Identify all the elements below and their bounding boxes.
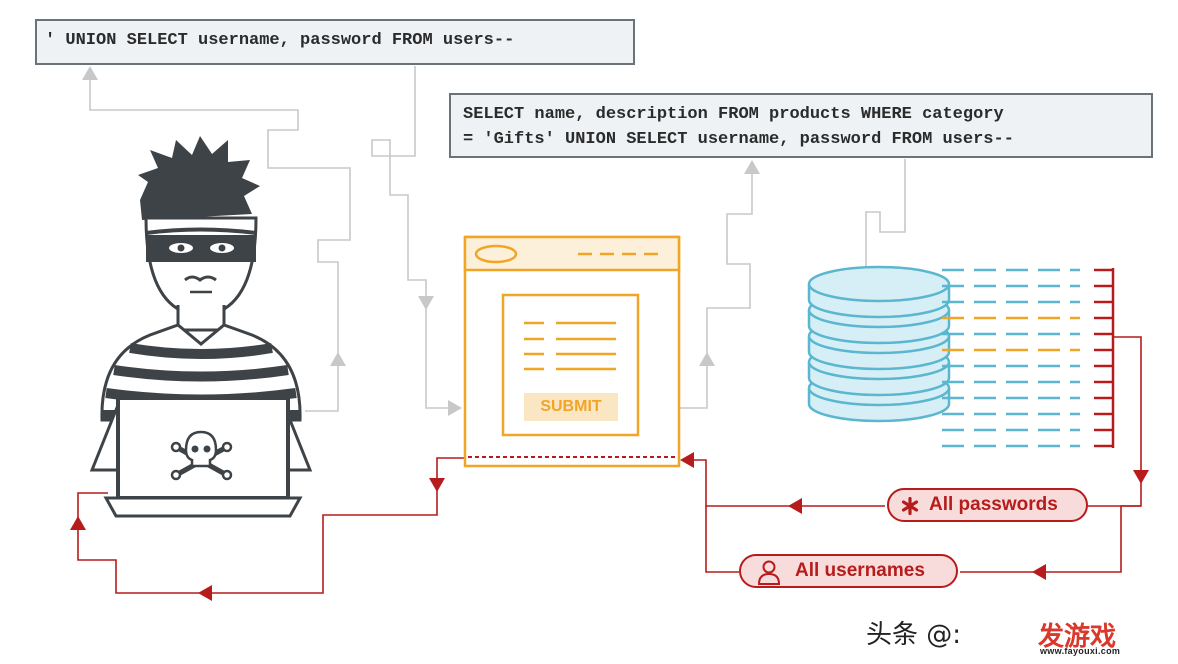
fayouxi-logo: 发游戏 www.fayouxi.com [1038, 616, 1138, 656]
database-icon [807, 265, 951, 423]
injection-payload-box: ' UNION SELECT username, password FROM u… [35, 19, 635, 65]
password-column [1094, 268, 1115, 448]
watermark-text: 头条 @: [866, 620, 962, 650]
injection-payload-text: ' UNION SELECT username, password FROM u… [45, 31, 515, 50]
result-flow-arrowheads [70, 452, 1149, 601]
all-usernames-label: All usernames [795, 560, 925, 581]
asterisk-icon [901, 497, 919, 515]
logo-url: www.fayouxi.com [1040, 646, 1121, 656]
logo-text: 发游戏 [1038, 622, 1117, 652]
all-usernames-pill: All usernames [739, 554, 958, 588]
result-flow-lines [77, 336, 1142, 594]
database-table-rows [942, 268, 1080, 448]
web-form-window [463, 235, 681, 468]
all-passwords-pill: All passwords [887, 488, 1088, 522]
submit-button[interactable]: SUBMIT [524, 393, 618, 421]
all-passwords-label: All passwords [929, 494, 1058, 515]
sql-query-line-1: SELECT name, description FROM products W… [463, 105, 1004, 124]
sql-query-line-2: = 'Gifts' UNION SELECT username, passwor… [463, 130, 1014, 149]
sql-query-box: SELECT name, description FROM products W… [449, 93, 1153, 158]
user-icon [757, 560, 781, 585]
skull-crossbones-icon [170, 430, 233, 481]
